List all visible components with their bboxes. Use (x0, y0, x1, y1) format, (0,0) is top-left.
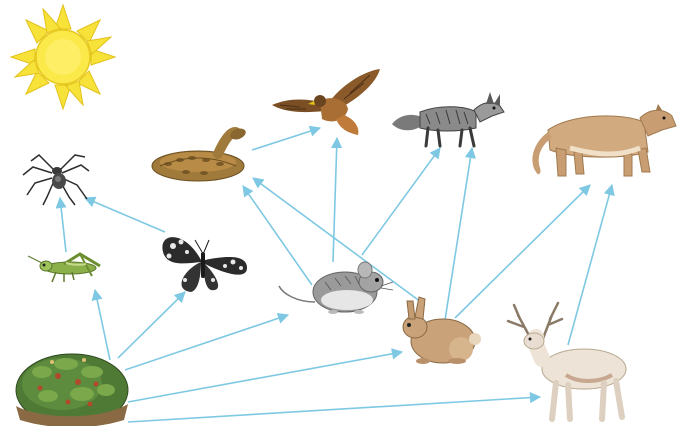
sun-icon (9, 3, 117, 111)
arrow-plants-mouse (124, 312, 290, 371)
butterfly-icon (162, 237, 247, 292)
arrow-plants-deer (127, 392, 542, 423)
cougar-icon (532, 104, 677, 177)
arrow-mouse-fox (361, 147, 441, 256)
deer-icon (506, 301, 627, 422)
grasshopper-icon (27, 252, 101, 283)
spider-icon (22, 154, 90, 206)
arrow-plants-grasshopper (91, 288, 111, 361)
snake-icon (151, 127, 246, 182)
plants-icon (15, 353, 129, 426)
arrows-layer (55, 125, 615, 423)
arrow-mouse-hawk (331, 136, 343, 263)
arrow-rabbit-cougar (454, 184, 591, 319)
rabbit-icon (402, 296, 481, 364)
arrow-snake-hawk (251, 125, 322, 151)
arrow-plants-butterfly (117, 291, 186, 359)
arrow-rabbit-snake (252, 177, 426, 306)
arrow-grasshopper-spider (55, 196, 67, 253)
arrow-deer-cougar (567, 183, 615, 346)
arrow-mouse-snake (242, 185, 313, 286)
arrow-plants-rabbit (127, 348, 404, 403)
fox-icon (392, 92, 505, 148)
mouse-icon (278, 261, 394, 314)
arrow-butterfly-spider (83, 196, 166, 233)
hawk-icon (272, 69, 380, 135)
arrow-rabbit-fox (444, 146, 476, 321)
